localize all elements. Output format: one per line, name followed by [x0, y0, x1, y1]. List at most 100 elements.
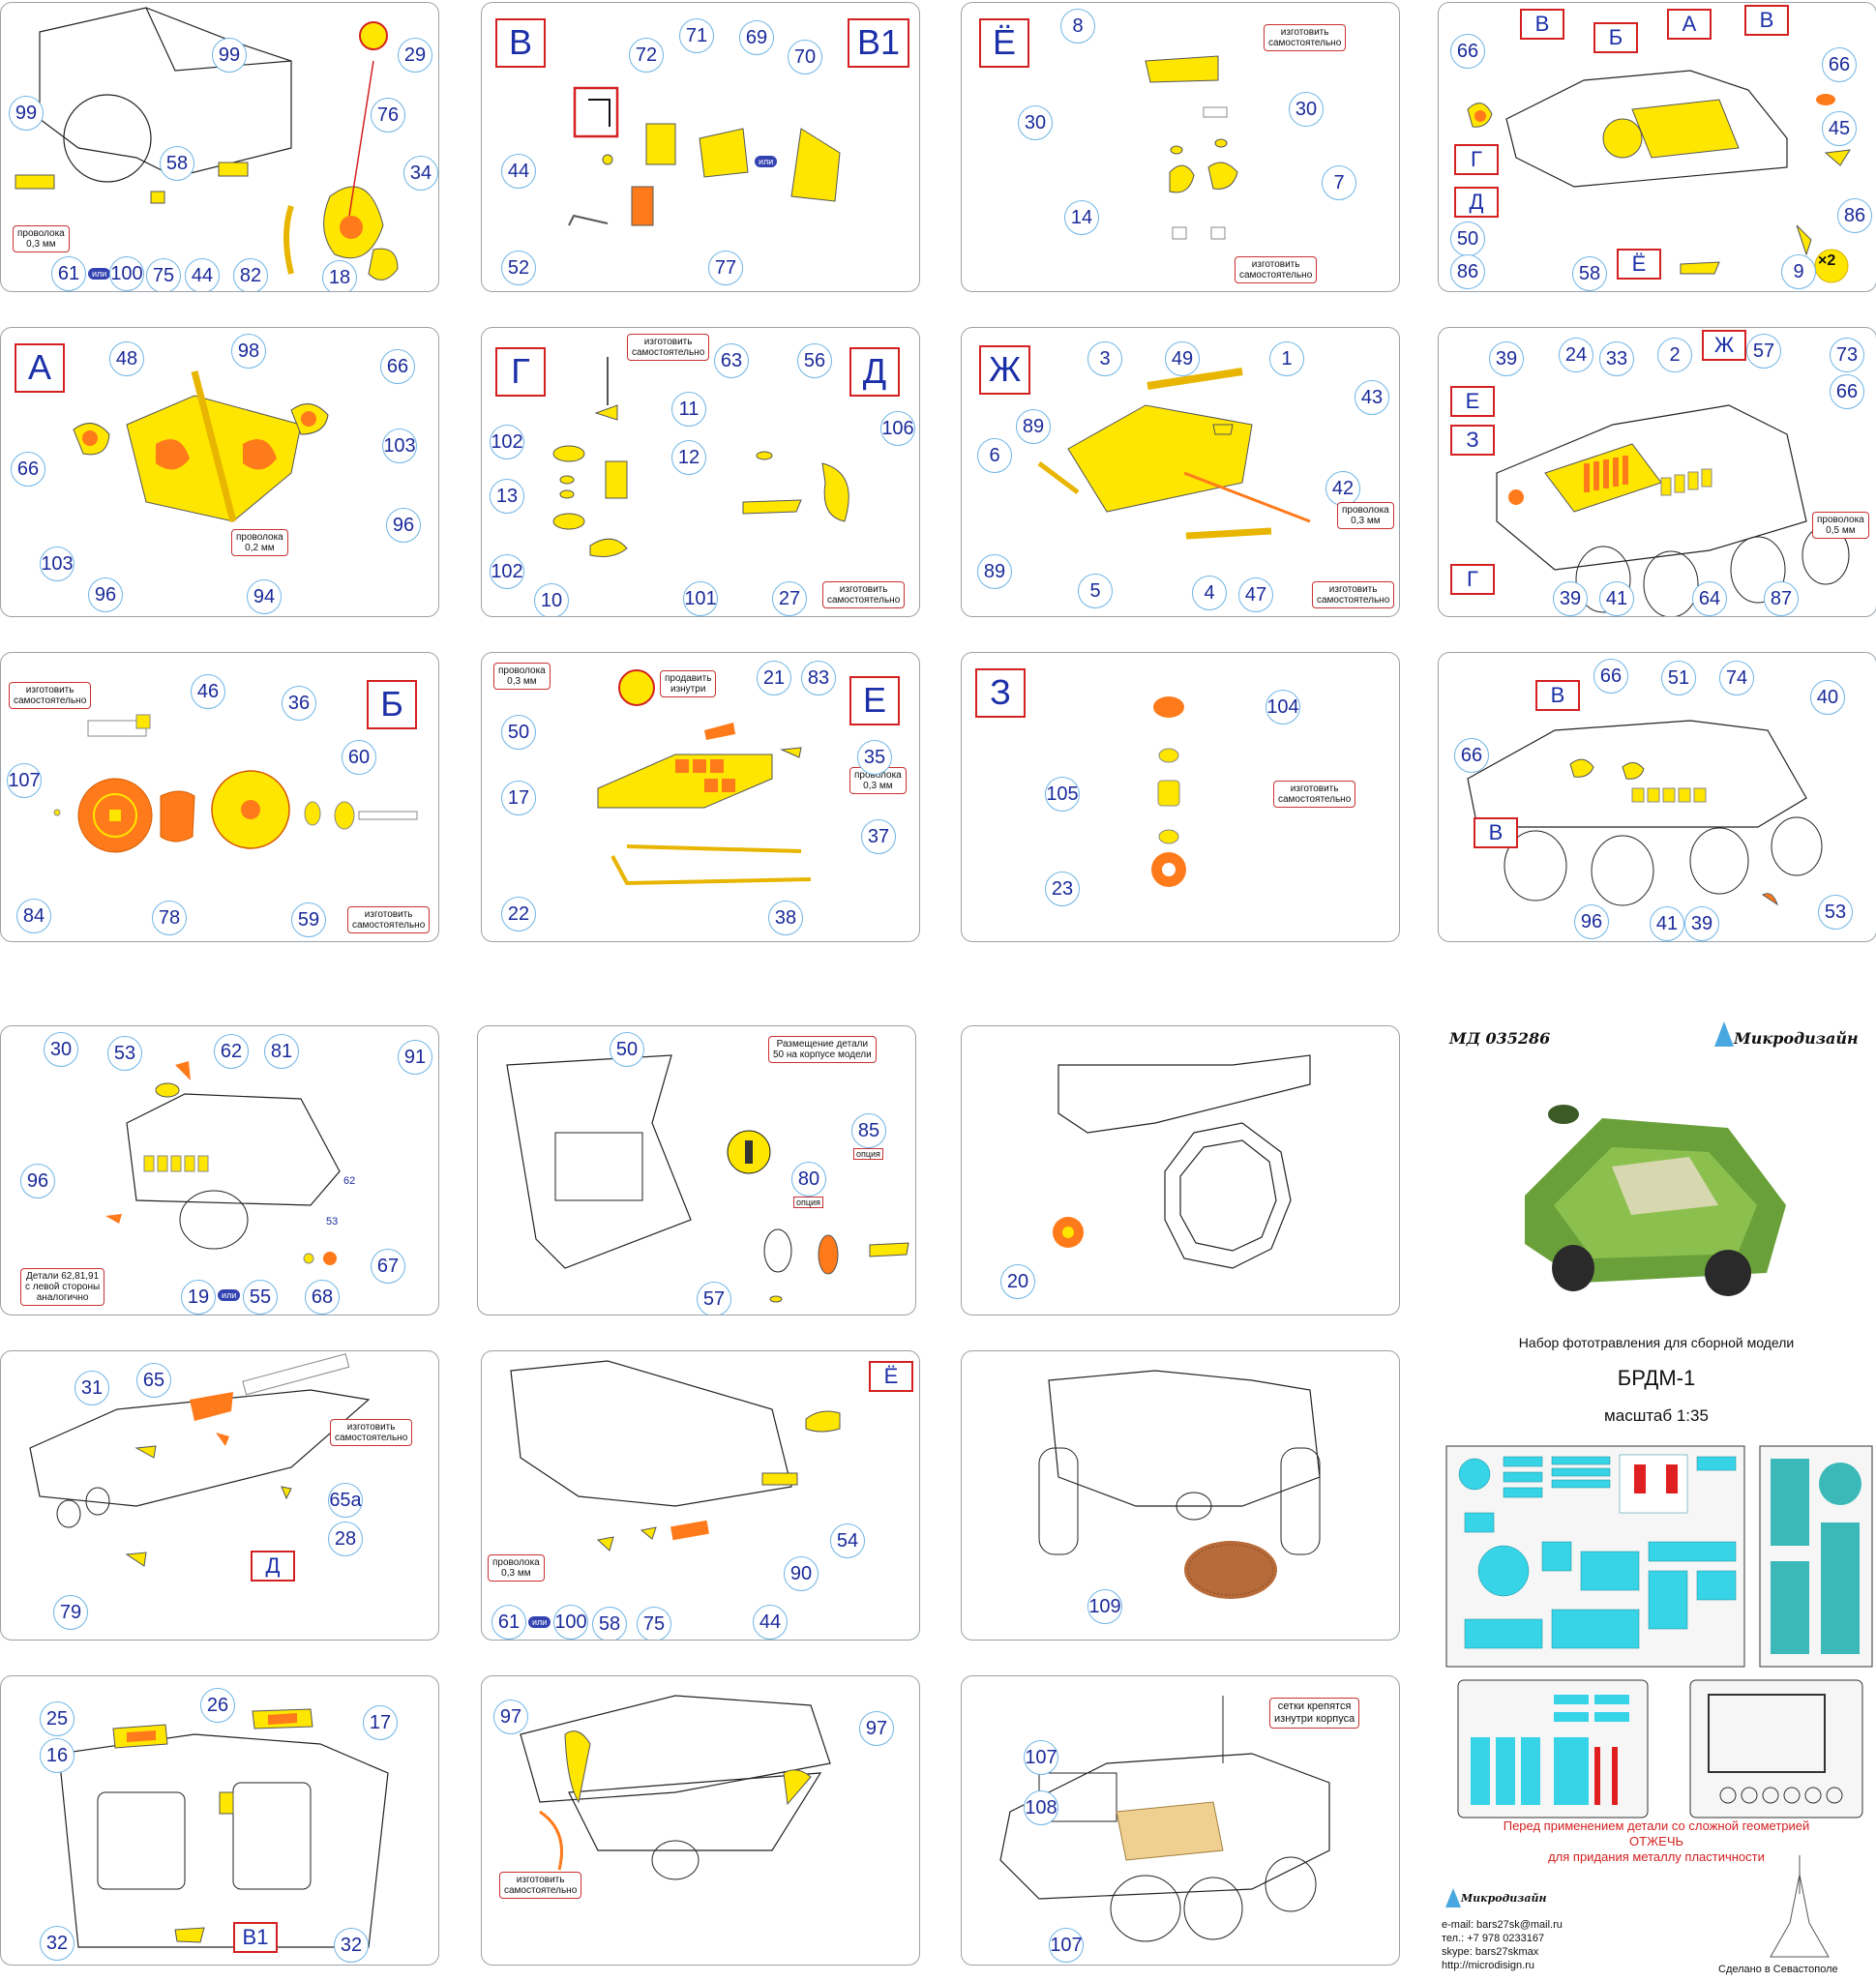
part-number: 53	[1818, 895, 1853, 930]
part-number: 60	[342, 740, 376, 775]
part-number: 28	[328, 1522, 363, 1556]
part-number: 47	[1238, 577, 1273, 612]
or-label: или	[218, 1289, 241, 1301]
panel-10-drawing	[597, 669, 812, 886]
catalog-code: МД 035286	[1449, 1029, 1551, 1048]
part-number: 99	[212, 38, 247, 73]
part-number: 32	[40, 1926, 74, 1961]
section-letter: Г	[1450, 564, 1495, 595]
panel-5: А 48 98 66 66 103 103 96 96 94 проволока…	[0, 327, 439, 617]
part-number: 56	[797, 343, 832, 378]
part-number: 10	[534, 583, 569, 616]
section-letter: З	[1450, 425, 1495, 456]
fret-sheet-small-2	[1689, 1679, 1863, 1818]
part-number: 80	[791, 1162, 826, 1197]
section-letter: Ё	[1617, 249, 1661, 280]
part-number: 34	[403, 156, 438, 191]
part-number: 39	[1684, 906, 1719, 941]
part-number: 103	[40, 547, 74, 581]
panel-12: В В 66 51 74 40 66 96 41 39 53	[1438, 652, 1876, 942]
part-number: 44	[753, 1605, 788, 1640]
part-number: 66	[1822, 47, 1857, 82]
made-in-label: Сделано в Севастополе	[1718, 1964, 1838, 1975]
panel-15-drawing	[1053, 1054, 1311, 1269]
part-number: 25	[40, 1701, 74, 1736]
section-letter: В1	[848, 18, 910, 68]
panel-13: 30 53 62 81 91 96 67 19 или 55 68 Детали…	[0, 1025, 439, 1316]
kit-description: Набор фототравления для сборной модели	[1518, 1335, 1795, 1350]
part-number: 7	[1322, 165, 1356, 200]
section-letter: Д	[849, 347, 900, 397]
panel-6-drawing	[552, 357, 849, 557]
part-number: 58	[592, 1607, 627, 1640]
part-number: 68	[305, 1280, 340, 1315]
part-number: 103	[382, 429, 417, 463]
part-number: 63	[714, 343, 749, 378]
brand-name: Микродизайн	[1734, 1029, 1859, 1048]
panel-19-drawing	[1038, 1370, 1321, 1599]
part-number: 96	[1574, 904, 1609, 939]
panel-21-drawing	[58, 1708, 389, 1948]
part-number: 102	[490, 425, 524, 459]
small-label: 53	[326, 1216, 339, 1227]
part-number: 9	[1781, 254, 1816, 289]
part-number: 90	[784, 1556, 819, 1591]
model-photo	[1496, 1060, 1815, 1321]
part-number: 49	[1165, 341, 1200, 376]
part-number: 50	[1450, 222, 1485, 256]
part-number: 5	[1078, 574, 1113, 608]
part-number: 82	[233, 258, 268, 291]
part-number: 62	[214, 1034, 249, 1069]
part-number: 81	[264, 1034, 299, 1069]
part-number: 86	[1450, 254, 1485, 289]
section-letter: В	[1744, 5, 1789, 36]
panel-23-drawing	[999, 1696, 1330, 1942]
part-number: 61	[51, 256, 86, 291]
times-two-badge: ×2	[1818, 252, 1836, 269]
part-number: 23	[1045, 872, 1080, 906]
panel-2-drawing	[568, 86, 841, 226]
panel-19: 109	[961, 1350, 1400, 1641]
brand-logo-icon	[1714, 1021, 1734, 1047]
part-number: 72	[629, 38, 664, 73]
panel-1-drawing	[15, 7, 399, 281]
panel-3-drawing	[1145, 55, 1238, 240]
part-number: 26	[200, 1688, 235, 1723]
or-label: или	[88, 268, 111, 280]
contact-email: e-mail: bars27sk@mail.ru	[1442, 1919, 1563, 1931]
part-number: 105	[1045, 777, 1080, 812]
part-number: 65	[136, 1363, 171, 1398]
part-number: 22	[501, 897, 536, 931]
part-number: 67	[371, 1249, 405, 1284]
part-number: 96	[88, 577, 123, 612]
part-number: 3	[1087, 341, 1122, 376]
part-number: 89	[977, 554, 1012, 589]
part-number: 4	[1192, 576, 1227, 610]
part-number: 61	[491, 1605, 526, 1640]
section-letter: Ё	[869, 1361, 913, 1392]
part-number: 2	[1657, 338, 1692, 372]
part-number: 85	[851, 1113, 886, 1148]
section-letter: В1	[233, 1922, 278, 1953]
section-letter: В	[1535, 680, 1580, 711]
part-number: 107	[7, 763, 42, 798]
part-number: 102	[490, 554, 524, 589]
panel-4: В Б А В Г Д Ё 66 66 45 86 50 86 58 9 ×2	[1438, 2, 1876, 292]
part-number: 40	[1810, 680, 1845, 715]
section-letter: А	[15, 343, 65, 393]
section-letter: Ж	[979, 345, 1031, 395]
part-number: 66	[1450, 34, 1485, 69]
